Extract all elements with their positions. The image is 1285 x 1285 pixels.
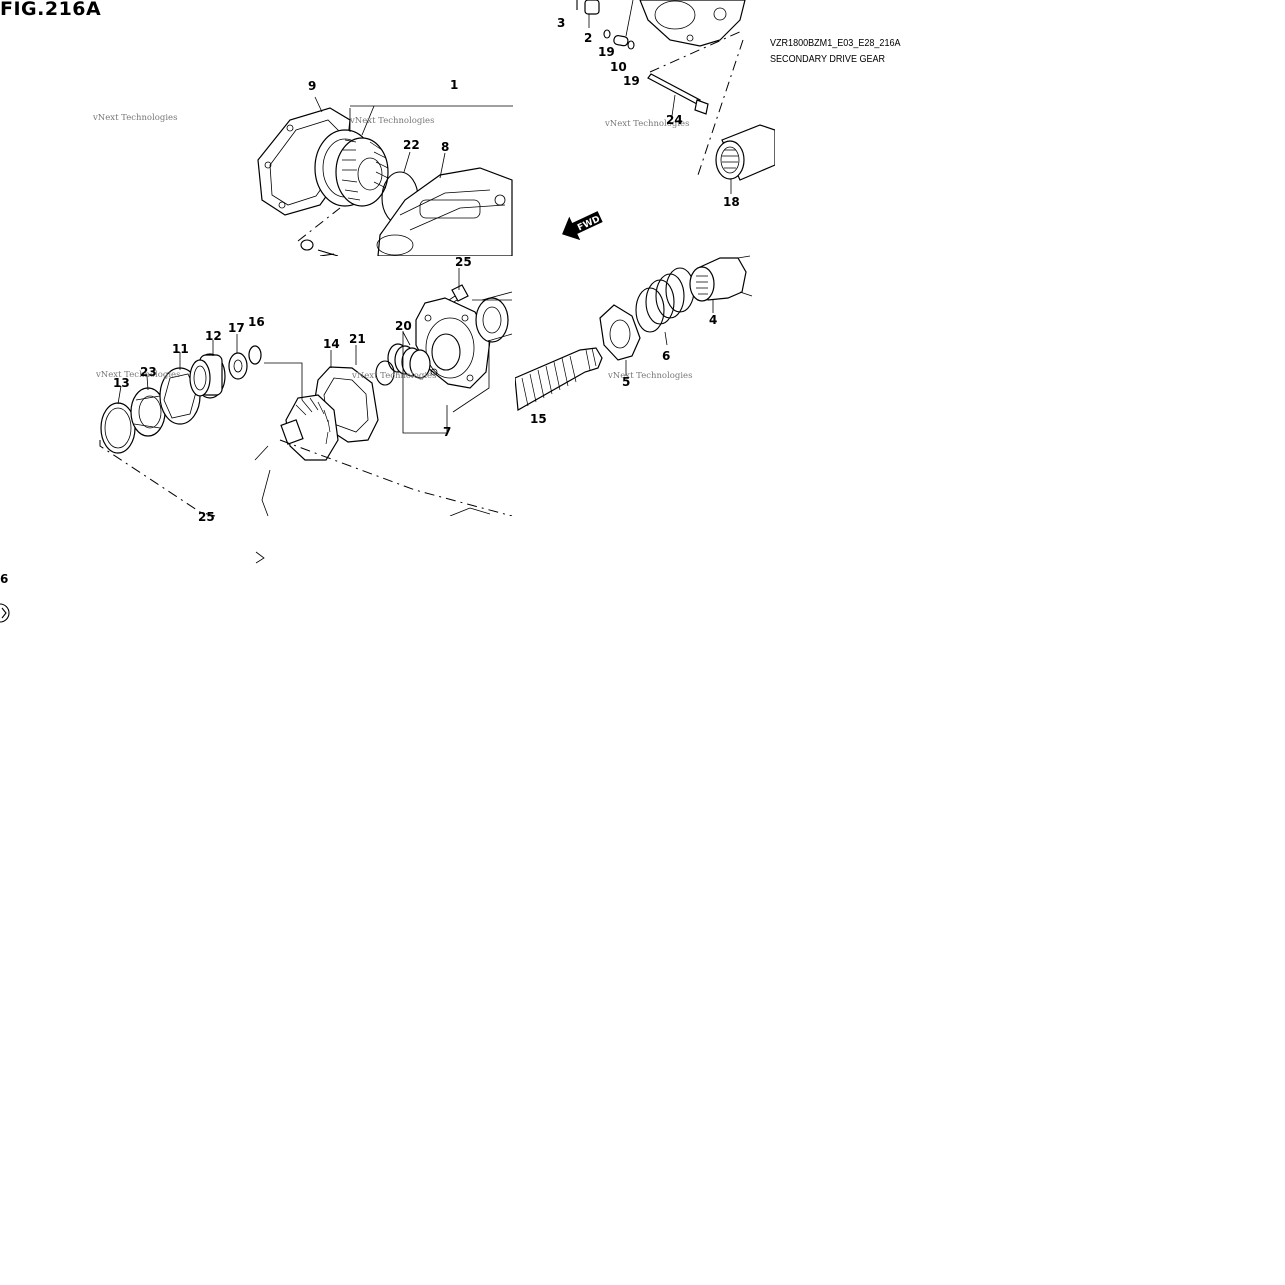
oil-seal <box>100 402 136 454</box>
figure-title: FIG.216A <box>0 0 102 20</box>
bolt <box>451 284 469 302</box>
drive-shaft <box>515 347 603 411</box>
callout-2: 2 <box>584 31 592 45</box>
callout-4: 4 <box>709 313 717 327</box>
callout-20: 20 <box>395 319 412 333</box>
callout-14: 14 <box>323 337 340 351</box>
bevel-pinion-gear <box>285 394 339 461</box>
callout-22: 22 <box>403 138 420 152</box>
callout-25: 25 <box>198 510 215 524</box>
callout-6: 6 <box>662 349 670 363</box>
callout-1: 1 <box>450 78 458 92</box>
callout-24: 24 <box>666 113 683 127</box>
callout-labels: 3 2 19 10 19 9 1 24 22 8 18 25 4 17 16 1… <box>0 16 740 586</box>
callout-18: 18 <box>723 195 740 209</box>
watermark: vNext Technologies <box>95 370 180 380</box>
upper-gear-case-group <box>257 96 513 256</box>
left-bearing-group <box>99 334 262 517</box>
watermark: vNext Technologies <box>351 371 436 381</box>
watermark: vNext Technologies <box>604 119 689 129</box>
needle-bearing <box>715 140 745 180</box>
callout-11: 11 <box>172 342 189 356</box>
callout-17: 17 <box>228 321 245 335</box>
drawing-subtitle: SECONDARY DRIVE GEAR <box>770 53 886 65</box>
callout-3: 3 <box>557 16 565 30</box>
callout-16: 16 <box>248 315 265 329</box>
callout-7: 7 <box>443 425 451 439</box>
callout-9: 9 <box>308 79 316 93</box>
drawing-code: VZR1800BZM1_E03_E28_216A <box>770 37 901 49</box>
right-shaft-group: FWD <box>515 0 775 411</box>
callout-21: 21 <box>349 332 366 346</box>
damper-spring <box>635 267 695 333</box>
callout-25: 25 <box>455 255 472 269</box>
watermark: vNext Technologies <box>92 113 177 123</box>
watermark: vNext Technologies <box>607 371 692 381</box>
lower-pinion-group <box>254 268 513 516</box>
callout-19: 19 <box>623 74 640 88</box>
callout-5: 5 <box>622 375 630 389</box>
callout-13: 13 <box>113 376 130 390</box>
callout-8: 8 <box>441 140 449 154</box>
callout-6: 6 <box>0 572 8 586</box>
watermark: vNext Technologies <box>349 116 434 126</box>
bolt-icon <box>0 603 10 623</box>
cam-dog <box>599 304 641 361</box>
forward-direction-arrow: FWD <box>562 211 603 241</box>
callout-15: 15 <box>530 412 547 426</box>
callout-23: 23 <box>140 365 157 379</box>
watermark-group: vNext Technologies vNext Technologies vN… <box>92 113 692 381</box>
o-ring <box>375 360 395 386</box>
callout-10: 10 <box>610 60 627 74</box>
callout-12: 12 <box>205 329 222 343</box>
callout-19: 19 <box>598 45 615 59</box>
gear-case-housing <box>377 167 513 256</box>
